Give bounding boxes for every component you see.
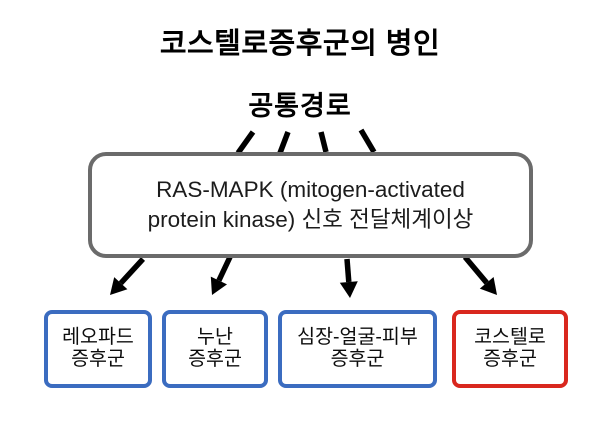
arrow-down-left-icon xyxy=(110,257,146,295)
cardio-facio-cutaneous-syndrome-box: 심장-얼굴-피부 증후군 xyxy=(278,310,437,388)
costello-syndrome-box: 코스텔로 증후군 xyxy=(452,310,568,388)
costello-syndrome-line1: 코스텔로 xyxy=(474,326,546,349)
leopard-syndrome-line1: 레오파드 xyxy=(62,326,134,349)
leopard-syndrome-line2: 증후군 xyxy=(71,348,125,370)
cfc-syndrome-line1: 심장-얼굴-피부 xyxy=(297,326,418,349)
noonan-syndrome-line1: 누난 xyxy=(197,326,233,349)
cfc-syndrome-line2: 증후군 xyxy=(330,348,385,370)
common-pathway-label: 공통경로 xyxy=(248,91,352,121)
leopard-syndrome-box: 레오파드 증후군 xyxy=(44,310,152,388)
arrow-down-icon xyxy=(339,258,358,298)
ras-mapk-box: RAS-MAPK (mitogen-activated protein kina… xyxy=(88,152,533,258)
arrow-down-left-icon xyxy=(210,255,233,295)
ras-mapk-line2: protein kinase) 신호 전달체계이상 xyxy=(147,207,474,232)
diagram-title: 코스텔로증후군의 병인 xyxy=(159,28,441,60)
ras-mapk-line1: RAS-MAPK (mitogen-activated xyxy=(156,177,465,203)
ras-mapk-box-text: RAS-MAPK (mitogen-activated protein kina… xyxy=(148,175,474,234)
noonan-syndrome-box: 누난 증후군 xyxy=(162,310,268,388)
connector-stroke-icon xyxy=(235,128,377,155)
costello-syndrome-line2: 증후군 xyxy=(483,348,537,370)
arrow-down-right-icon xyxy=(462,255,497,295)
noonan-syndrome-line2: 증후군 xyxy=(188,348,242,370)
